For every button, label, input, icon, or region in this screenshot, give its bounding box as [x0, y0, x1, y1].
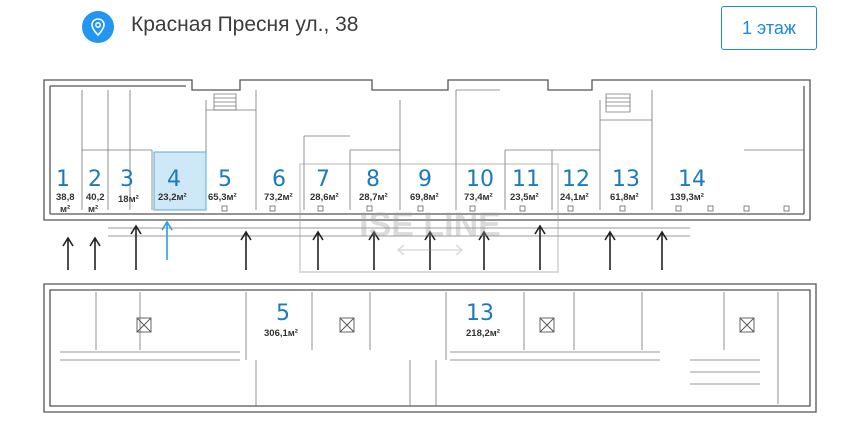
svg-text:3: 3: [120, 167, 134, 192]
svg-text:2: 2: [88, 167, 102, 192]
address-title: Красная Пресня ул., 38: [131, 13, 359, 36]
svg-text:10: 10: [466, 167, 494, 192]
svg-text:28,7м²: 28,7м²: [359, 192, 388, 203]
svg-text:9: 9: [418, 167, 432, 192]
svg-text:13: 13: [612, 167, 640, 192]
unit-8[interactable]: 8 28,7м²: [359, 167, 388, 203]
column-markers: [221, 205, 790, 212]
unit-13[interactable]: 13 61,8м²: [610, 167, 640, 203]
svg-text:73,4м²: 73,4м²: [464, 192, 493, 203]
unit-12[interactable]: 12 24,1м²: [560, 167, 590, 203]
unit-1[interactable]: 1 38,8 м²: [56, 167, 75, 215]
svg-text:24,1м²: 24,1м²: [560, 192, 589, 203]
svg-text:7: 7: [316, 167, 330, 192]
location-pin-icon: [82, 11, 114, 43]
unit-14[interactable]: 14 139,3м²: [670, 167, 706, 203]
svg-text:1: 1: [56, 167, 70, 192]
svg-text:61,8м²: 61,8м²: [610, 192, 639, 203]
svg-text:ISE LINE: ISE LINE: [359, 206, 501, 244]
floor-select-button[interactable]: 1 этаж: [721, 6, 817, 50]
unit-5[interactable]: 5 65,3м²: [208, 167, 237, 203]
lower-unit-5[interactable]: 5 306,1м²: [264, 301, 298, 339]
lower-unit-13[interactable]: 13 218,2м²: [466, 301, 500, 339]
unit-11[interactable]: 11 23,5м²: [510, 167, 540, 203]
svg-text:м²: м²: [60, 204, 70, 215]
unit-10[interactable]: 10 73,4м²: [464, 167, 494, 203]
unit-6[interactable]: 6 73,2м²: [264, 167, 293, 203]
svg-text:8: 8: [366, 167, 380, 192]
svg-text:13: 13: [466, 301, 494, 326]
svg-text:18м²: 18м²: [118, 194, 139, 205]
svg-text:23,2м²: 23,2м²: [158, 192, 187, 203]
unit-7[interactable]: 7 28,6м²: [310, 167, 339, 203]
svg-text:м²: м²: [88, 204, 98, 215]
svg-text:4: 4: [167, 167, 181, 192]
svg-text:218,2м²: 218,2м²: [466, 328, 500, 339]
lower-building: [43, 283, 817, 413]
svg-text:69,8м²: 69,8м²: [410, 192, 439, 203]
svg-text:14: 14: [678, 167, 706, 192]
header: Красная Пресня ул., 38 1 этаж: [0, 0, 859, 60]
unit-3[interactable]: 3 18м²: [118, 167, 139, 205]
svg-text:23,5м²: 23,5м²: [510, 192, 539, 203]
upper-building: [43, 79, 811, 237]
svg-text:11: 11: [512, 167, 540, 192]
shaft-icon: [136, 317, 755, 333]
svg-text:73,2м²: 73,2м²: [264, 192, 293, 203]
unit-4-highlight[interactable]: [153, 151, 207, 211]
svg-text:5: 5: [218, 167, 232, 192]
unit-2[interactable]: 2 40,2 м²: [86, 167, 105, 215]
ground-floor-units: 1 38,8 м² 2 40,2 м² 3 18м² 4 23,2м² 5 65…: [56, 167, 706, 215]
svg-text:6: 6: [272, 167, 286, 192]
svg-text:38,8: 38,8: [56, 192, 75, 203]
svg-text:306,1м²: 306,1м²: [264, 328, 298, 339]
unit-4[interactable]: 4 23,2м²: [158, 167, 187, 203]
svg-text:65,3м²: 65,3м²: [208, 192, 237, 203]
stairs-icon: [213, 93, 631, 113]
svg-text:40,2: 40,2: [86, 192, 105, 203]
unit-9[interactable]: 9 69,8м²: [410, 167, 439, 203]
watermark: ISE LINE: [299, 163, 559, 273]
entrance-arrows: [62, 220, 668, 270]
floor-plan: 1 38,8 м² 2 40,2 м² 3 18м² 4 23,2м² 5 65…: [43, 79, 817, 413]
svg-text:5: 5: [276, 301, 290, 326]
svg-text:139,3м²: 139,3м²: [670, 192, 704, 203]
svg-text:28,6м²: 28,6м²: [310, 192, 339, 203]
svg-text:12: 12: [562, 167, 590, 192]
